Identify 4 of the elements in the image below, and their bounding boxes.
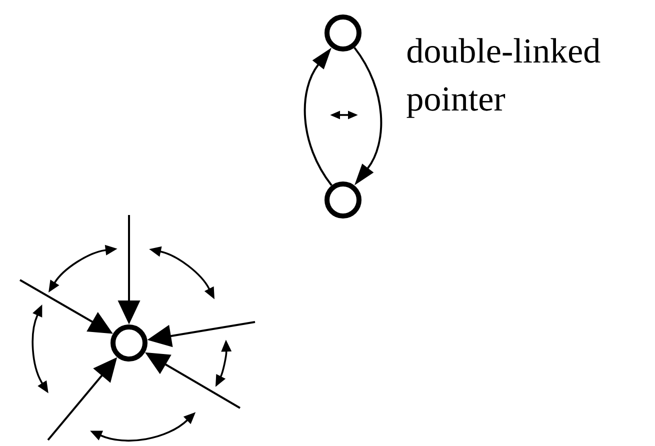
label-text: double-linked pointer <box>406 38 600 118</box>
node-circle <box>324 14 362 52</box>
node-circle <box>324 181 362 218</box>
node-circle <box>110 324 148 362</box>
